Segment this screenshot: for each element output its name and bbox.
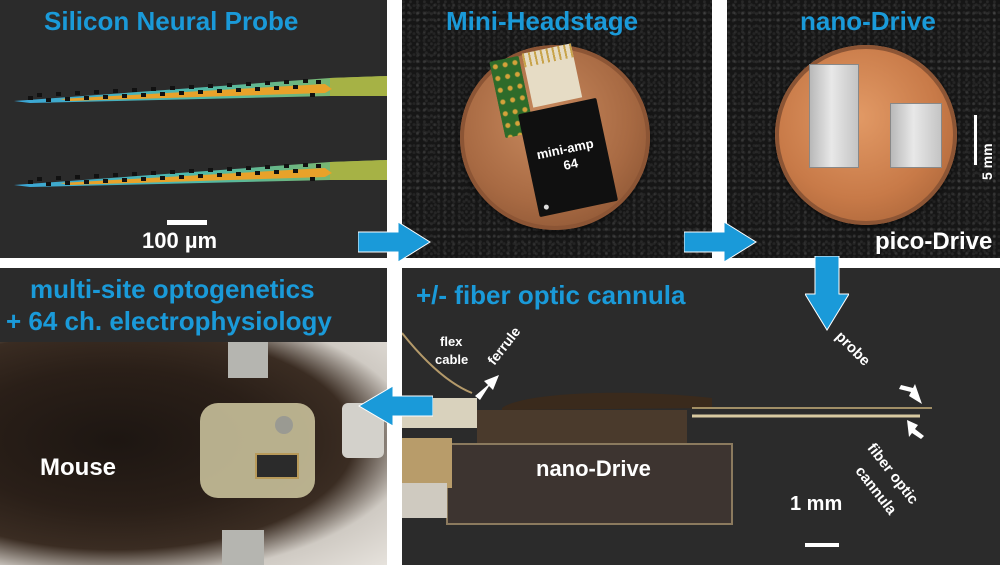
probe-shank-2 (14, 160, 387, 187)
arrow-right-icon (684, 222, 757, 262)
silicon-probe-shanks-image (14, 76, 387, 225)
nano-drive-assembly-image (402, 332, 932, 547)
ear-bar-top (228, 338, 268, 378)
head-implant (200, 403, 315, 498)
probe-scale-bar (167, 220, 207, 225)
pico-drive-device (890, 103, 942, 168)
drive-panel: 5 mm nano-Drive pico-Drive (727, 0, 1000, 258)
headstage-panel-title: Mini-Headstage (446, 6, 639, 36)
implant-connector (255, 453, 299, 479)
implant-screw (275, 416, 293, 434)
drive-scale-bar-1mm (805, 543, 839, 547)
probe-shank-1 (14, 76, 387, 103)
probe-panel-title: Silicon Neural Probe (44, 6, 299, 36)
arrow-down-icon (805, 256, 849, 331)
flex-cable (402, 332, 473, 394)
headstage-panel: mini-amp 64 Mini-Headstage (402, 0, 712, 258)
arrow-right-icon (358, 222, 431, 262)
pico-drive-label: pico-Drive (875, 228, 993, 255)
nano-drive-device (809, 64, 859, 168)
drive-body (446, 443, 733, 525)
chip-pin1-dot (543, 204, 550, 211)
assembly-panel-title: +/- fiber optic cannula (416, 280, 686, 310)
mouse-panel: multi-site optogenetics + 64 ch. electro… (0, 268, 387, 565)
drive-scale-bar (974, 115, 977, 165)
probe-scale-bar-label: 100 µm (142, 228, 218, 253)
mouse-photo (0, 338, 387, 565)
ear-bar-bottom (222, 530, 264, 565)
fiber-arrow-icon (907, 420, 924, 439)
probe-arrow-icon (899, 384, 922, 404)
drive-panel-title: nano-Drive (800, 6, 936, 36)
drive-threads (402, 438, 452, 488)
mouse-label: Mouse (40, 454, 117, 481)
drive-scale-bar-label: 5 mm (979, 143, 995, 180)
ferrule-arrow-icon (475, 375, 499, 400)
mouse-panel-title-line2: + 64 ch. electrophysiology (6, 306, 332, 336)
glue-top (502, 392, 712, 410)
assembly-scale-bar-label: 1 mm (790, 493, 843, 515)
flex-cable-label-line1: flex (440, 334, 463, 349)
assembly-panel: +/- fiber optic cannula flex cable ferru… (402, 268, 1000, 565)
mouse-panel-title-line1: multi-site optogenetics (30, 274, 315, 304)
chip-label-line2: 64 (562, 155, 580, 173)
probe-panel: Silicon Neural Probe (0, 0, 387, 258)
mouse-title-bar (0, 268, 387, 342)
flex-cable-label-line2: cable (435, 352, 469, 367)
arrow-left-icon (358, 386, 433, 426)
nano-drive-body-label: nano-Drive (536, 456, 651, 481)
